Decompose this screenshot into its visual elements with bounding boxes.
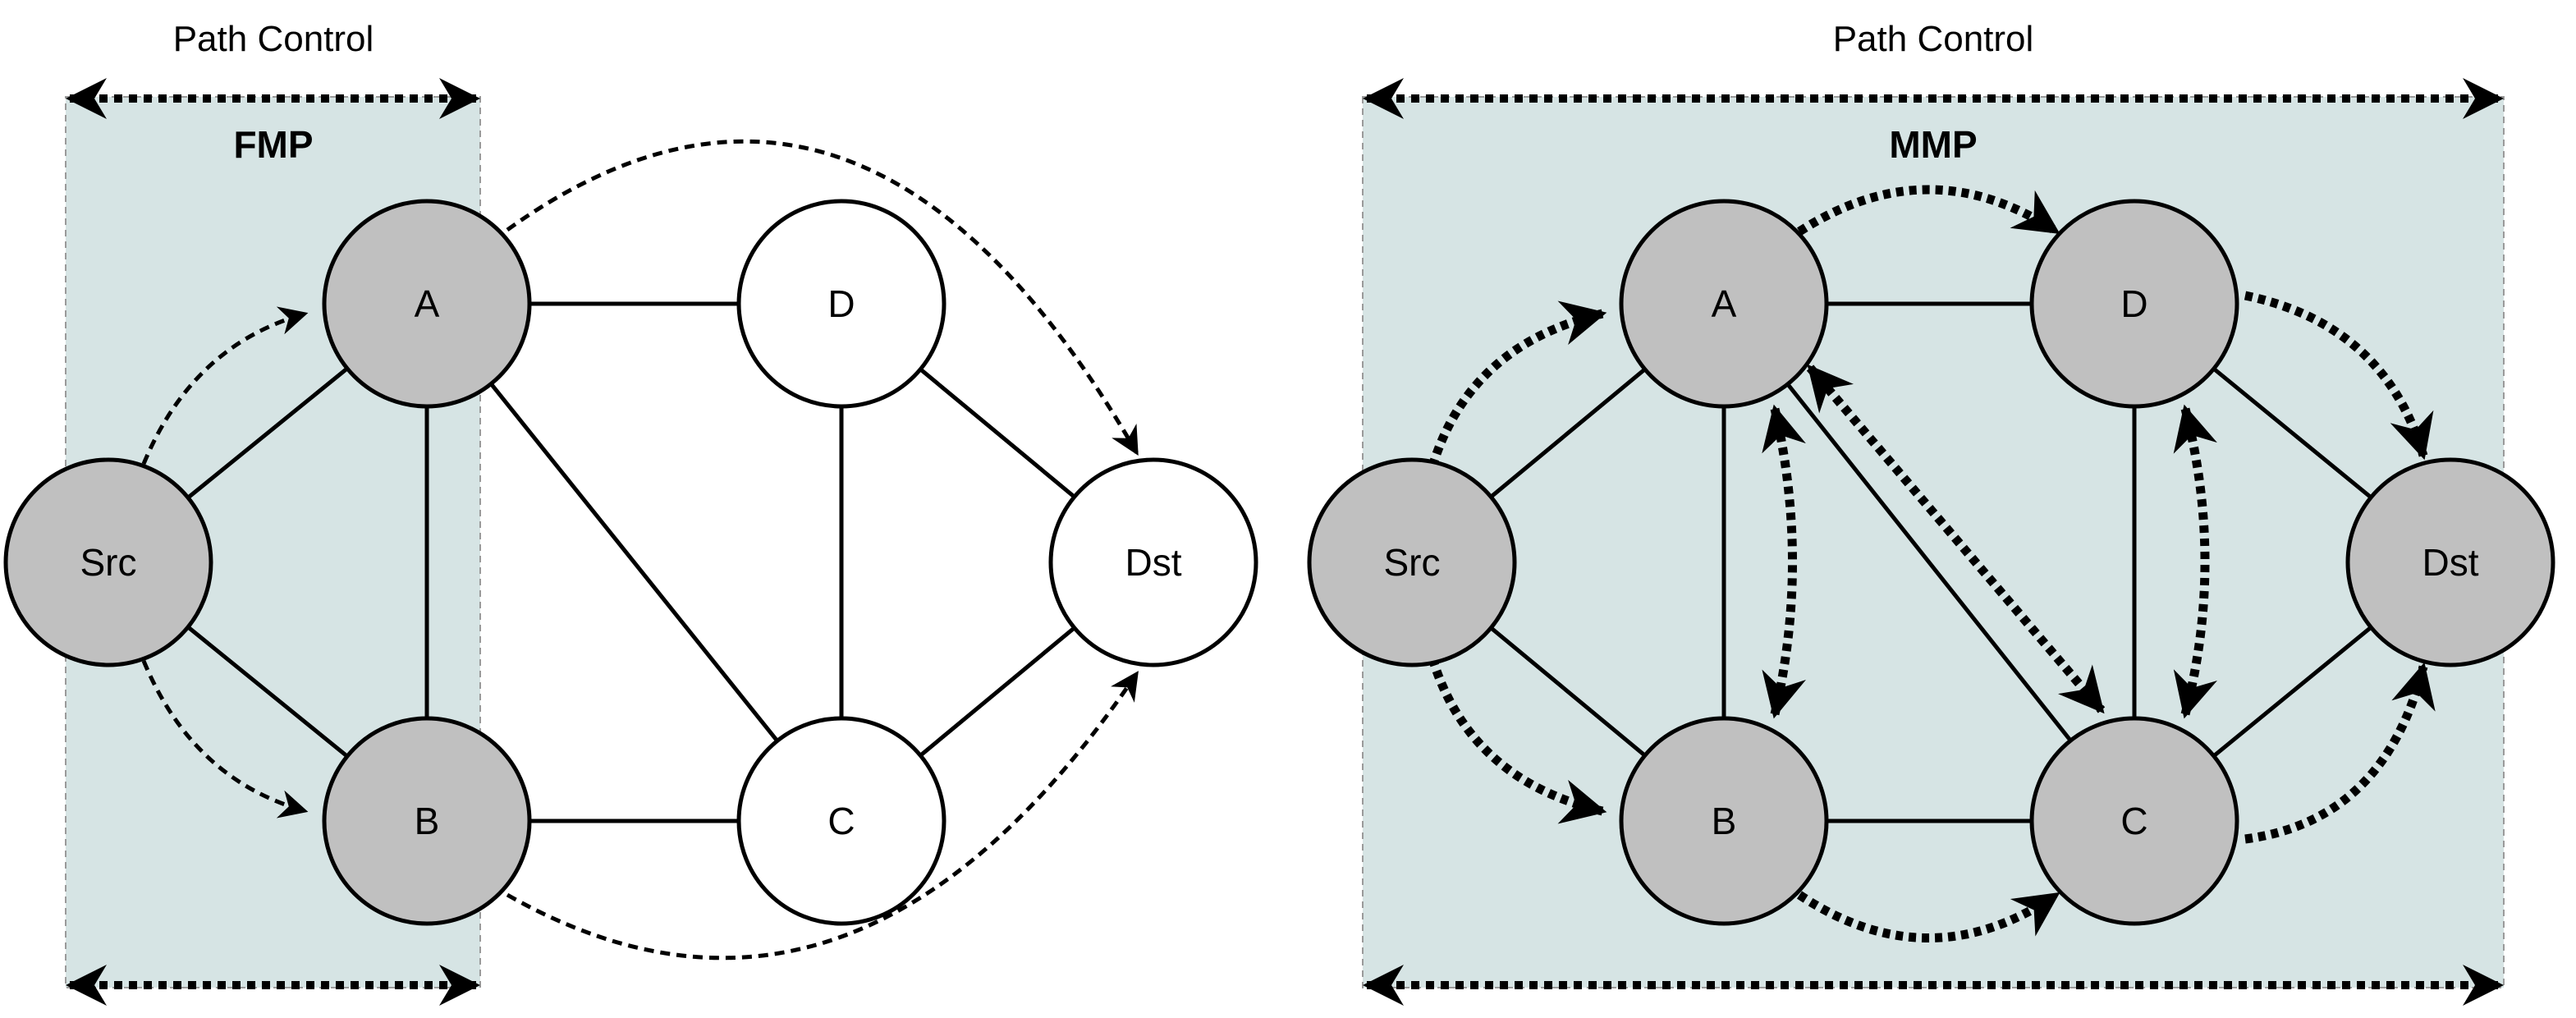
- left-path-control-header: Path Control: [173, 19, 374, 59]
- right-node-circle-c: [2029, 716, 2239, 926]
- left-flow-arrow-b-dst: [506, 671, 1139, 961]
- left-node-src: Src: [3, 457, 213, 667]
- left-node-label-dst: Dst: [1125, 541, 1182, 584]
- left-flow-arrow-src-a: [141, 306, 309, 465]
- left-node-label-src: Src: [80, 541, 137, 584]
- fmp-region-label: FMP: [233, 123, 313, 166]
- left-node-label-b: B: [415, 800, 440, 842]
- left-node-a: A: [322, 199, 532, 409]
- right-node-label-c: C: [2120, 800, 2147, 842]
- left-link-a-c: [425, 302, 843, 823]
- right-node-label-d: D: [2120, 282, 2147, 325]
- right-node-dst: Dst: [2345, 457, 2555, 667]
- left-node-circle-c: [736, 716, 947, 926]
- right-node-b: B: [1619, 716, 1829, 926]
- left-node-c: C: [736, 716, 947, 926]
- right-node-circle-dst: [2345, 457, 2555, 667]
- right-flow-arrow-src-a: [1428, 300, 1607, 468]
- left-panel: Path Control FMP Src A B D C Dst: [3, 19, 1258, 1006]
- left-flow-arrow-a-dst: [506, 139, 1139, 456]
- left-flows: [141, 139, 1139, 961]
- right-node-label-a: A: [1712, 282, 1737, 325]
- mmp-region: [1362, 96, 2505, 988]
- right-node-label-dst: Dst: [2422, 541, 2479, 584]
- left-node-circle-dst: [1048, 457, 1258, 667]
- left-nodes: Src A B D C Dst: [3, 199, 1258, 926]
- right-flow-arrow-a-d: [1797, 185, 2060, 236]
- right-flow-arrow-d-c: [2173, 404, 2218, 719]
- right-panel: Path Control MMP Src A B D C Dst: [1307, 19, 2555, 1006]
- right-flow-arrow-src-b: [1428, 657, 1607, 824]
- left-node-circle-d: [736, 199, 947, 409]
- left-flow-arrow-src-b: [141, 660, 309, 819]
- right-flows: [1428, 185, 2436, 942]
- left-node-circle-src: [3, 457, 213, 667]
- right-node-circle-b: [1619, 716, 1829, 926]
- right-flow-arrow-a-b: [1762, 404, 1806, 719]
- right-node-label-src: Src: [1384, 541, 1441, 584]
- mmp-region-label: MMP: [1889, 123, 1977, 166]
- left-node-label-d: D: [827, 282, 855, 325]
- right-node-circle-a: [1619, 199, 1829, 409]
- right-node-c: C: [2029, 716, 2239, 926]
- right-node-circle-d: [2029, 199, 2239, 409]
- right-node-d: D: [2029, 199, 2239, 409]
- left-node-circle-b: [322, 716, 532, 926]
- left-node-label-c: C: [827, 800, 855, 842]
- right-path-control-header: Path Control: [1833, 19, 2034, 59]
- right-node-label-b: B: [1712, 800, 1737, 842]
- right-node-src: Src: [1307, 457, 1517, 667]
- right-flow-arrow-a-c: [1806, 364, 2106, 714]
- left-node-d: D: [736, 199, 947, 409]
- left-node-label-a: A: [415, 282, 440, 325]
- right-flow-arrow-c-dst: [2244, 662, 2436, 844]
- left-node-b: B: [322, 716, 532, 926]
- right-flow-arrow-b-c: [1796, 891, 2060, 942]
- right-node-circle-src: [1307, 457, 1517, 667]
- left-node-circle-a: [322, 199, 532, 409]
- right-node-a: A: [1619, 199, 1829, 409]
- left-node-dst: Dst: [1048, 457, 1258, 667]
- right-nodes: Src A B D C Dst: [1307, 199, 2555, 926]
